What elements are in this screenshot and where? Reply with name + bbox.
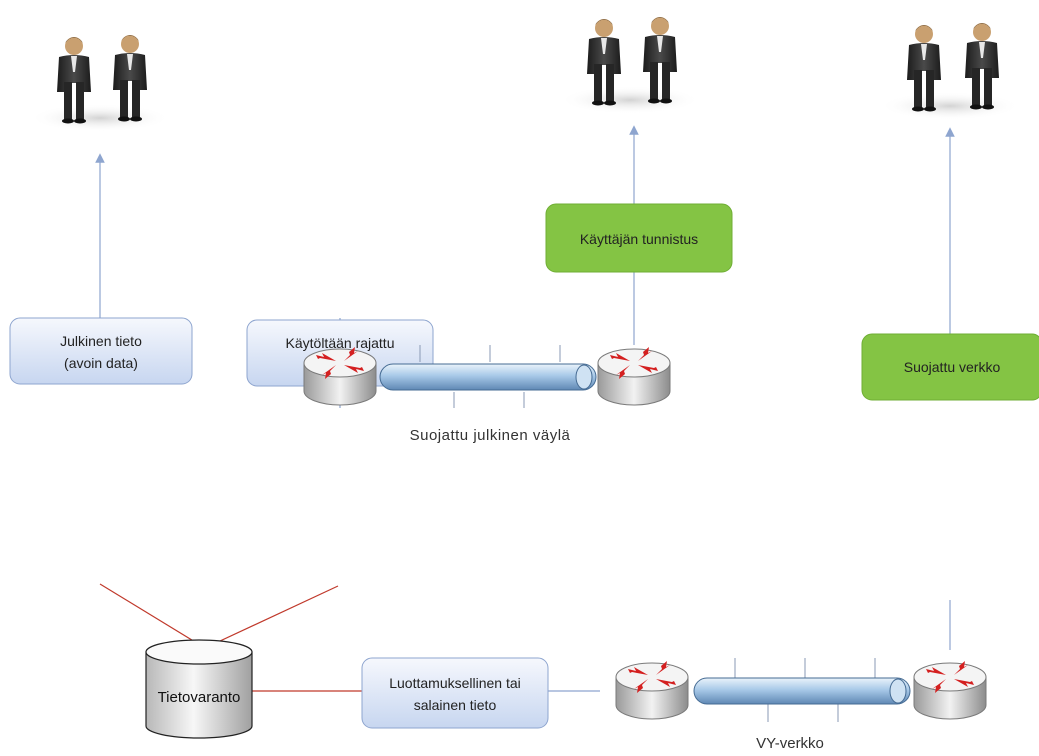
router-icon (303, 346, 377, 406)
router-icon (597, 346, 671, 406)
restricted-info-label-line1: Käytöltään rajattu (286, 335, 395, 351)
vy-network-bus: VY-verkko (693, 658, 911, 752)
public-info-box: Julkinen tieto (avoin data) (9, 317, 193, 385)
router-icon (615, 660, 689, 720)
datastore: Tietovaranto (145, 639, 253, 739)
user-group-authenticated (560, 17, 700, 114)
user-authentication-label: Käyttäjän tunnistus (580, 231, 698, 247)
public-info-label-line1: Julkinen tieto (60, 333, 142, 349)
secured-network-box: Suojattu verkko (861, 333, 1039, 401)
secured-network-label: Suojattu verkko (904, 359, 1001, 375)
confidential-info-label-line1: Luottamuksellinen tai (389, 675, 521, 691)
vy-network-label: VY-verkko (756, 735, 824, 752)
database-icon (145, 651, 253, 739)
datastore-label: Tietovaranto (158, 689, 241, 706)
user-group-secured-network (880, 23, 1020, 120)
user-group-public (30, 35, 170, 132)
confidential-info-label-line2: salainen tieto (414, 697, 497, 713)
user-authentication-box: Käyttäjän tunnistus (545, 203, 733, 273)
router-icon (913, 660, 987, 720)
confidential-info-box: Luottamuksellinen tai salainen tieto (361, 657, 549, 729)
link-restricted-to-datastore (204, 585, 339, 649)
secured-public-bus: Suojattu julkinen väylä (379, 345, 597, 444)
link-public-to-datastore (99, 583, 206, 649)
pipe-bus-icon (693, 677, 911, 705)
public-info-label-line2: (avoin data) (64, 355, 138, 371)
pipe-bus-icon (379, 363, 597, 391)
secured-public-bus-label: Suojattu julkinen väylä (410, 427, 571, 444)
